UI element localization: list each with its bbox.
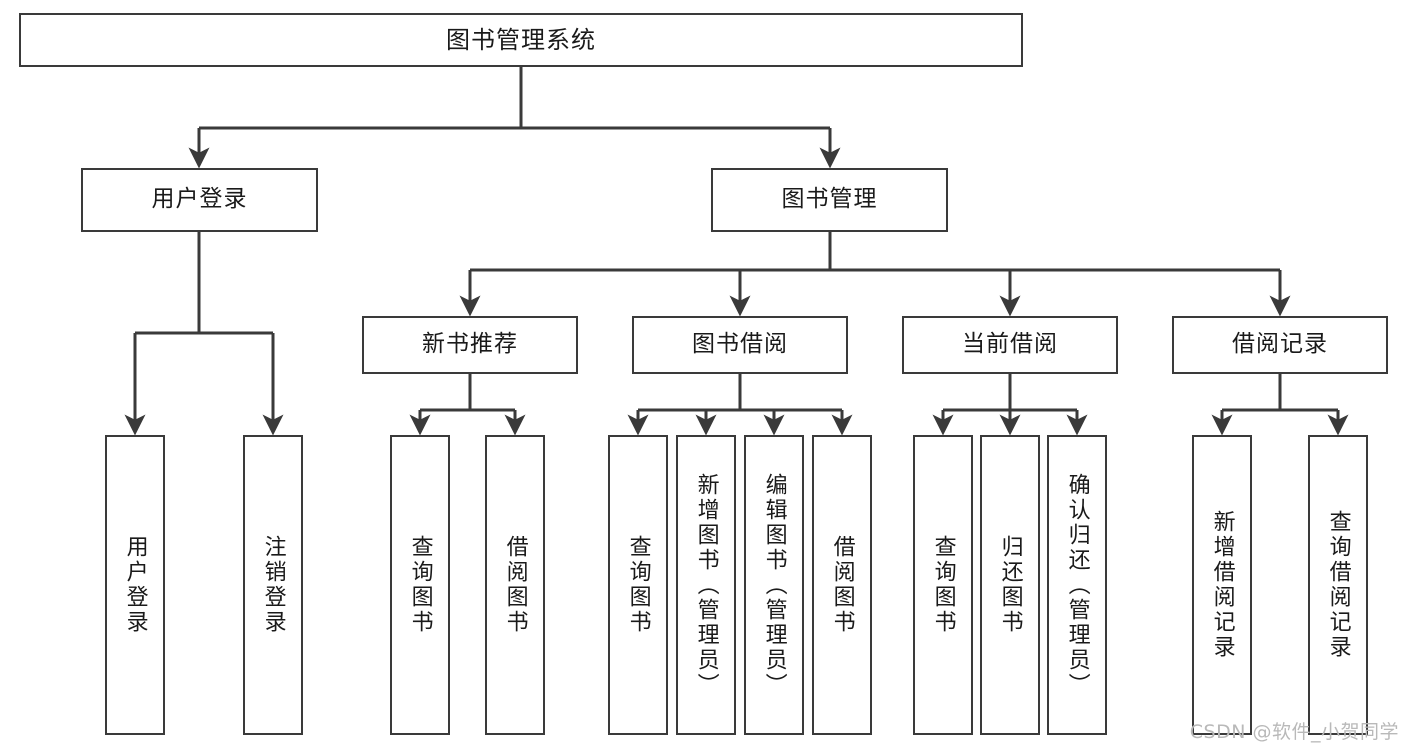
leaf-query-book-1[interactable]: 查询图书: [390, 435, 450, 735]
node-user-login[interactable]: 用户登录: [81, 168, 318, 232]
leaf-confirm-return-label: 确认归还（管理员）: [1064, 472, 1090, 698]
node-book-manage[interactable]: 图书管理: [711, 168, 948, 232]
leaf-query-book-2[interactable]: 查询图书: [608, 435, 668, 735]
leaf-borrow-book-2-label: 借阅图书: [829, 535, 855, 635]
leaf-edit-book-label: 编辑图书（管理员）: [761, 472, 787, 698]
node-user-login-label: 用户登录: [151, 186, 248, 213]
leaf-borrow-book-1-label: 借阅图书: [502, 535, 528, 635]
leaf-query-book-3-label: 查询图书: [930, 535, 956, 635]
leaf-return-book-label: 归还图书: [997, 535, 1023, 635]
leaf-add-record[interactable]: 新增借阅记录: [1192, 435, 1252, 735]
leaf-query-book-3[interactable]: 查询图书: [913, 435, 973, 735]
leaf-borrow-book-2[interactable]: 借阅图书: [812, 435, 872, 735]
node-new-book-recommend[interactable]: 新书推荐: [362, 316, 578, 374]
node-current-borrow[interactable]: 当前借阅: [902, 316, 1118, 374]
leaf-user-login-label: 用户登录: [122, 535, 148, 635]
leaf-add-record-label: 新增借阅记录: [1209, 510, 1235, 660]
leaf-user-logout[interactable]: 注销登录: [243, 435, 303, 735]
node-current-borrow-label: 当前借阅: [962, 331, 1058, 358]
leaf-return-book[interactable]: 归还图书: [980, 435, 1040, 735]
node-new-book-recommend-label: 新书推荐: [422, 331, 518, 358]
node-root[interactable]: 图书管理系统: [19, 13, 1023, 67]
leaf-query-book-2-label: 查询图书: [625, 535, 651, 635]
leaf-query-record-label: 查询借阅记录: [1325, 510, 1351, 660]
node-root-label: 图书管理系统: [446, 25, 596, 54]
node-book-manage-label: 图书管理: [781, 186, 878, 213]
leaf-query-book-1-label: 查询图书: [407, 535, 433, 635]
leaf-query-record[interactable]: 查询借阅记录: [1308, 435, 1368, 735]
node-borrow-record-label: 借阅记录: [1232, 331, 1328, 358]
leaf-user-login[interactable]: 用户登录: [105, 435, 165, 735]
node-borrow-record[interactable]: 借阅记录: [1172, 316, 1388, 374]
leaf-user-logout-label: 注销登录: [260, 535, 286, 635]
leaf-add-book[interactable]: 新增图书（管理员）: [676, 435, 736, 735]
leaf-add-book-label: 新增图书（管理员）: [693, 472, 719, 698]
node-book-borrow-label: 图书借阅: [692, 331, 788, 358]
node-book-borrow[interactable]: 图书借阅: [632, 316, 848, 374]
leaf-borrow-book-1[interactable]: 借阅图书: [485, 435, 545, 735]
leaf-edit-book[interactable]: 编辑图书（管理员）: [744, 435, 804, 735]
watermark: CSDN @软件_小贺同学: [1189, 721, 1399, 743]
leaf-confirm-return[interactable]: 确认归还（管理员）: [1047, 435, 1107, 735]
